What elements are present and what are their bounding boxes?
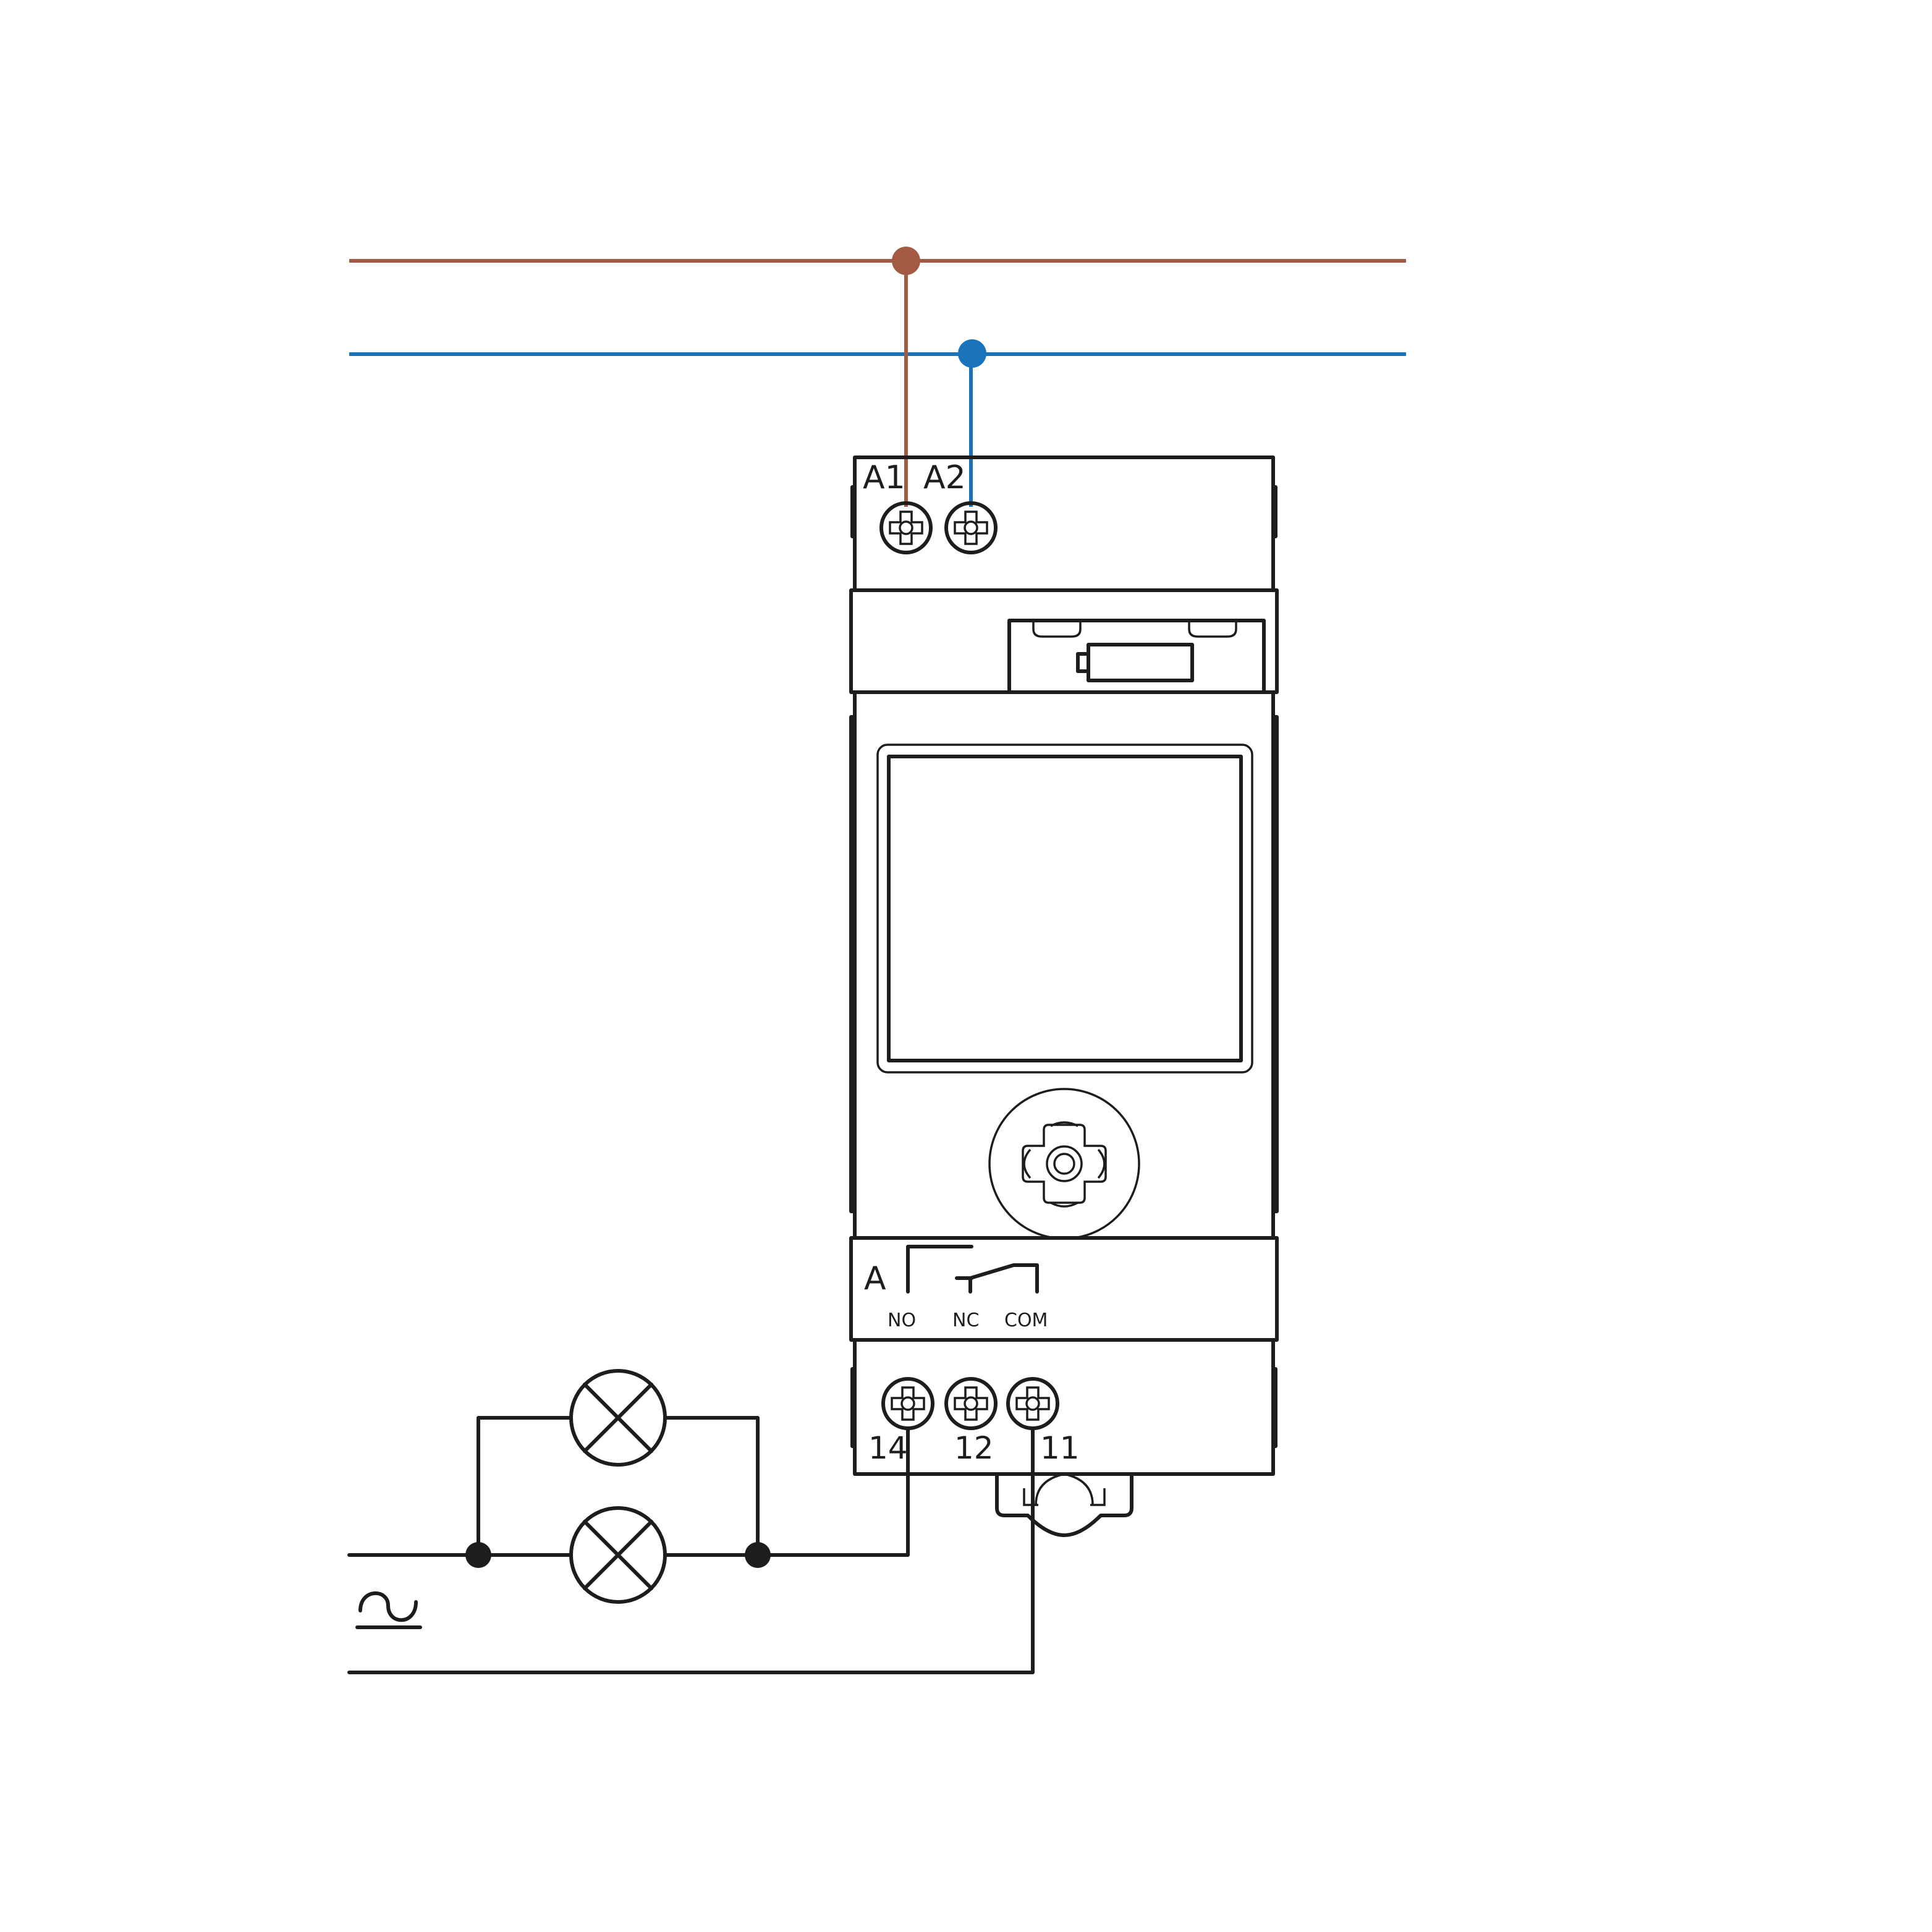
din-rail-clip bbox=[995, 1472, 1133, 1537]
ac-source-icon bbox=[355, 1591, 422, 1629]
relay-channel-label: A bbox=[864, 1260, 886, 1297]
terminal-12-screw[interactable] bbox=[946, 1379, 996, 1428]
load-circuit bbox=[347, 1416, 1035, 1674]
brown-junction-dot bbox=[892, 247, 920, 275]
battery-icon bbox=[1076, 643, 1194, 682]
terminal-14-screw[interactable] bbox=[883, 1379, 933, 1428]
lcd-screen bbox=[887, 755, 1243, 1062]
terminal-11-label: 11 bbox=[1040, 1430, 1080, 1466]
contact-nc-label: NC bbox=[952, 1310, 979, 1331]
terminal-a1-label: A1 bbox=[863, 459, 905, 496]
lamp-icon bbox=[571, 1371, 665, 1465]
bottom-terminal-block bbox=[853, 1338, 1275, 1476]
relay-contact-symbol bbox=[906, 1245, 1039, 1294]
device-housing bbox=[849, 455, 1279, 1537]
top-terminal-block bbox=[853, 455, 1275, 592]
load-junction-dot-left bbox=[465, 1542, 491, 1568]
main-body bbox=[853, 690, 1275, 1240]
selector-knob-icon[interactable] bbox=[988, 1088, 1140, 1240]
terminal-12-label: 12 bbox=[954, 1430, 994, 1466]
relay-band bbox=[849, 1236, 1279, 1342]
terminal-14-label: 14 bbox=[868, 1430, 908, 1466]
blue-junction-dot bbox=[958, 339, 986, 368]
load-junction-dot-right bbox=[745, 1542, 771, 1568]
lamp-icon bbox=[571, 1508, 665, 1602]
terminal-a1-screw[interactable] bbox=[881, 503, 931, 553]
contact-no-label: NO bbox=[888, 1310, 916, 1331]
contact-com-label: COM bbox=[1004, 1310, 1048, 1331]
battery-band bbox=[849, 588, 1279, 694]
terminal-a2-label: A2 bbox=[923, 459, 966, 496]
terminal-11-screw[interactable] bbox=[1008, 1379, 1057, 1428]
display-bezel bbox=[876, 744, 1253, 1074]
terminal-a2-screw[interactable] bbox=[946, 503, 996, 553]
